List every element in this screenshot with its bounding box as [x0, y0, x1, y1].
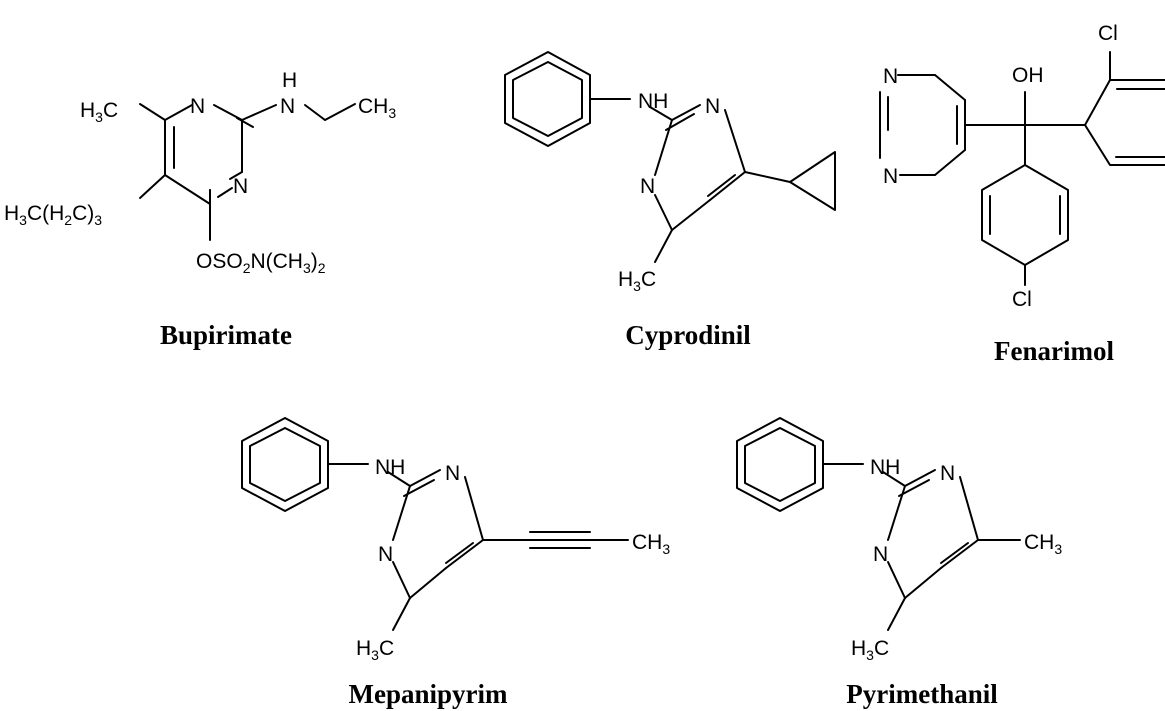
mepanipyrim-ch3-chain-label: CH3 — [632, 531, 670, 557]
compound-cyprodinil: NH N N H3C Cyprodinil — [504, 51, 836, 350]
pyrimethanil-ch3-right-label: CH3 — [1024, 531, 1062, 557]
pyrimethanil-ch3-label: H3C — [851, 637, 889, 663]
bupirimate-caption: Bupirimate — [160, 320, 292, 350]
compound-mepanipyrim: NH N N CH3 H3C Mepanipyrim — [241, 417, 670, 709]
pyrimethanil-n3-label: N — [873, 543, 888, 566]
compound-bupirimate: H3C N H N CH3 N H3C(H2C)3 OSO2N(CH3)2 Bu… — [4, 69, 396, 350]
bupirimate-n-top-label: N — [190, 95, 205, 118]
pyrimethanil-bonds — [736, 417, 1021, 631]
cyprodinil-nh-label: NH — [638, 90, 668, 113]
compound-fenarimol: N N OH Cl Cl Fenarimol — [879, 22, 1165, 366]
cyprodinil-n3-label: N — [640, 175, 655, 198]
mepanipyrim-ch3-label: H3C — [356, 637, 394, 663]
bupirimate-sulfamate-label: OSO2N(CH3)2 — [196, 250, 326, 276]
bupirimate-butyl-label: H3C(H2C)3 — [4, 202, 102, 228]
mepanipyrim-n3-label: N — [378, 543, 393, 566]
fenarimol-oh-label: OH — [1012, 64, 1044, 87]
pyrimethanil-nh-label: NH — [870, 456, 900, 479]
mepanipyrim-caption: Mepanipyrim — [349, 679, 509, 709]
pyrimethanil-n1-label: N — [940, 462, 955, 485]
bupirimate-bonds — [139, 103, 356, 241]
bupirimate-nh-n-label: N — [280, 95, 295, 118]
mepanipyrim-n1-label: N — [445, 462, 460, 485]
bupirimate-ethyl-ch3-label: CH3 — [358, 95, 396, 121]
bupirimate-ring-ch3-label: H3C — [80, 99, 118, 125]
mepanipyrim-bonds — [241, 417, 629, 631]
fenarimol-bonds — [879, 51, 1165, 286]
pyrimethanil-caption: Pyrimethanil — [846, 679, 998, 709]
fenarimol-caption: Fenarimol — [994, 336, 1114, 366]
cyprodinil-caption: Cyprodinil — [625, 320, 751, 350]
cyprodinil-n1-label: N — [705, 95, 720, 118]
fenarimol-n1-label: N — [883, 65, 898, 88]
bupirimate-nh-h-label: H — [282, 69, 297, 92]
bupirimate-n-right-label: N — [233, 175, 248, 198]
fenarimol-cl-bottom-label: Cl — [1012, 288, 1032, 311]
fenarimol-cl-top-label: Cl — [1098, 22, 1118, 45]
cyprodinil-ch3-label: H3C — [618, 268, 656, 294]
compound-pyrimethanil: NH N N CH3 H3C Pyrimethanil — [736, 417, 1062, 709]
cyprodinil-bonds — [504, 51, 836, 263]
mepanipyrim-nh-label: NH — [375, 456, 405, 479]
fenarimol-n3-label: N — [883, 165, 898, 188]
